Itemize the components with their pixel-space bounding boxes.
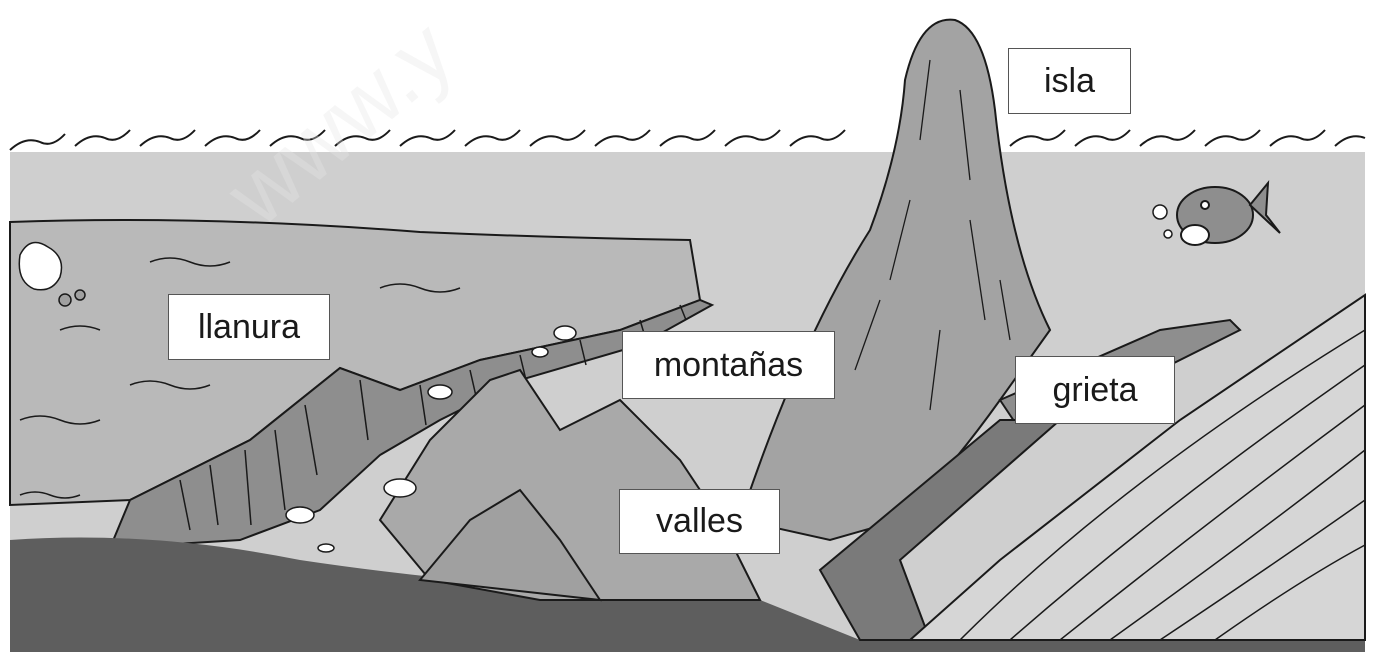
label-isla: isla (1008, 48, 1131, 114)
island-texture (854, 59, 1011, 411)
plain-cliff (108, 298, 715, 550)
seafloor (10, 537, 1365, 652)
cliff-striations (179, 304, 687, 531)
label-valles: valles (619, 489, 780, 554)
ridge-lines (959, 329, 1366, 641)
plain-ripples (19, 257, 461, 499)
valley-hill (418, 488, 603, 602)
label-montanas: montañas (622, 331, 835, 399)
label-llanura: llanura (168, 294, 330, 360)
sea-surface-waves (9, 129, 1366, 151)
pebble-icon (285, 325, 577, 553)
bubble-icon (1152, 204, 1173, 239)
label-grieta: grieta (1015, 356, 1175, 424)
fish-icon (1176, 179, 1281, 246)
plain-surface (9, 218, 702, 507)
ocean-ridge (907, 293, 1366, 641)
hermit-crab-icon (18, 241, 86, 307)
